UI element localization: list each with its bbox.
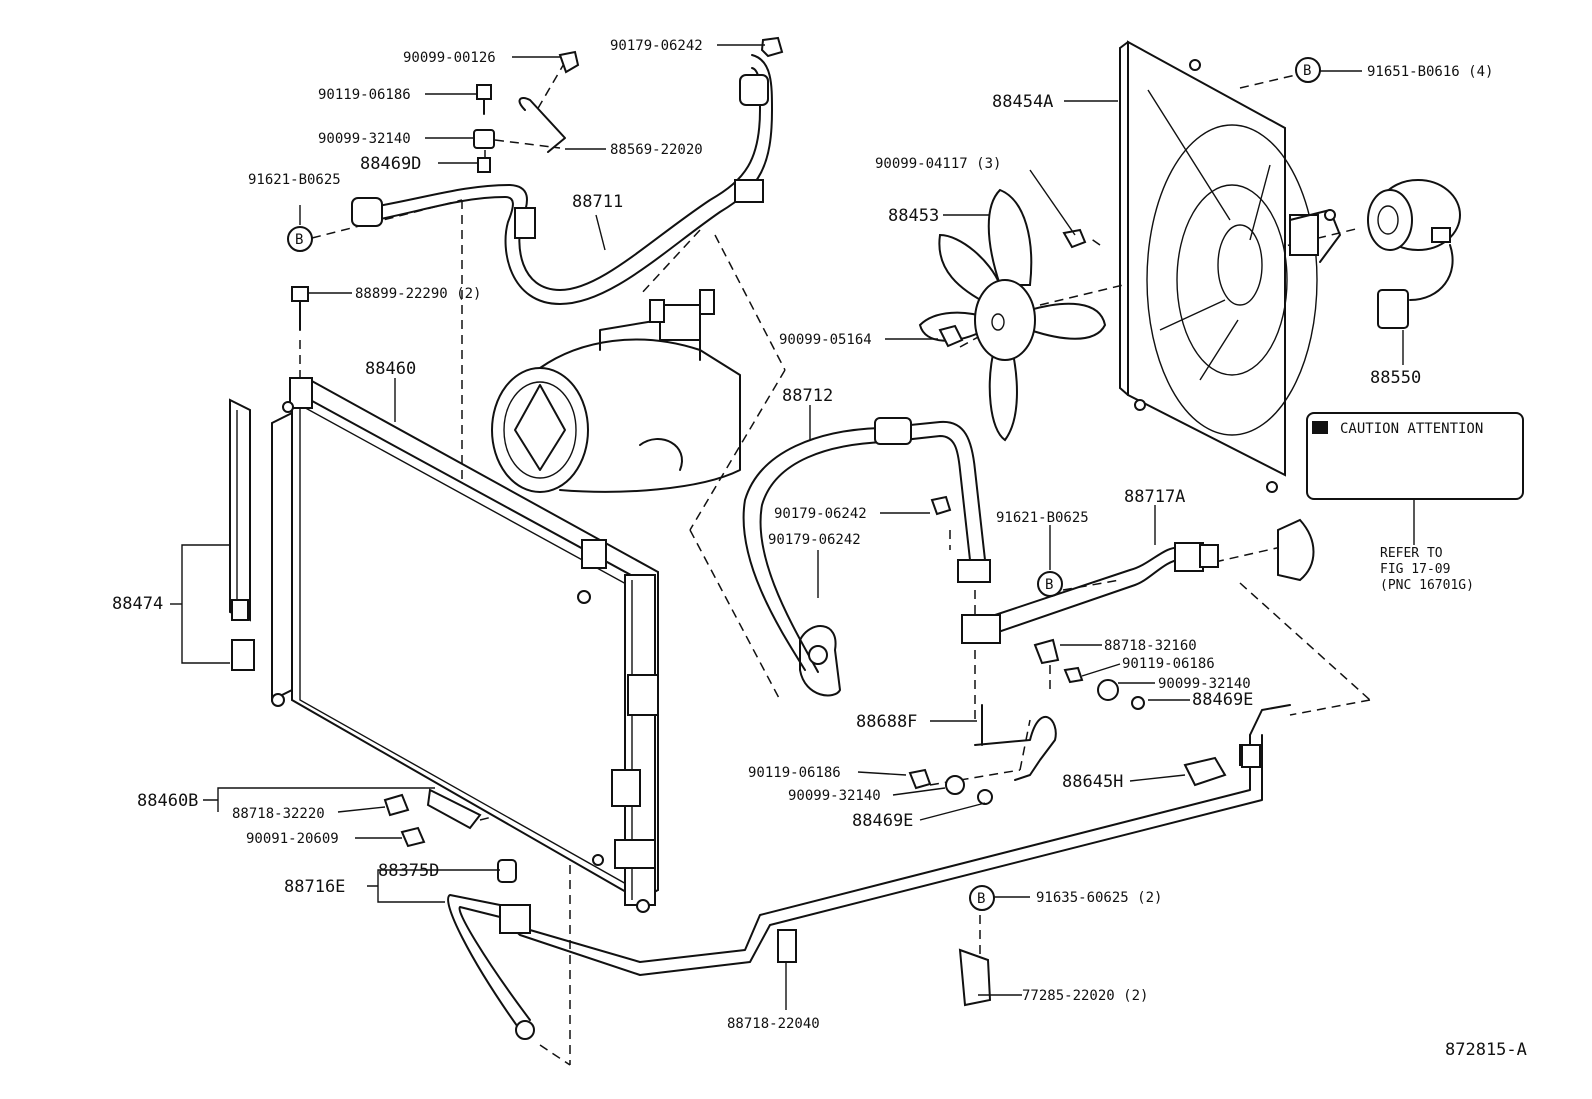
caution-symbol-icon	[1312, 421, 1328, 434]
callout-88454A: 88454A	[992, 92, 1053, 112]
callout-88717A: 88717A	[1124, 487, 1185, 507]
callout-88469D: 88469D	[360, 154, 421, 174]
callout-90179-06242-mid1: 90179-06242	[774, 506, 867, 522]
callout-88716E: 88716E	[284, 877, 345, 897]
refer-note: REFER TO FIG 17-09 (PNC 16701G)	[1380, 546, 1474, 593]
side-seal-88474	[170, 398, 255, 671]
caution-label: CAUTION ATTENTION	[1306, 412, 1524, 500]
caution-label-text: CAUTION ATTENTION	[1340, 421, 1483, 437]
callout-91621-b0625-left: 91621-B0625	[248, 172, 341, 188]
callout-88550: 88550	[1370, 368, 1421, 388]
callout-88474: 88474	[112, 594, 163, 614]
b-marker-right-letter: B	[1045, 577, 1053, 593]
b-marker-left: B	[287, 226, 313, 252]
callout-88718-22040: 88718-22040	[727, 1016, 820, 1032]
callout-88460B: 88460B	[137, 791, 198, 811]
callout-90099-32140-low: 90099-32140	[788, 788, 881, 804]
b-marker-left-letter: B	[295, 232, 303, 248]
callout-90119-06186-right: 90119-06186	[1122, 656, 1215, 672]
callout-88375D: 88375D	[378, 861, 439, 881]
b-marker-bottom-letter: B	[977, 891, 985, 907]
liquid-tube-88716E	[447, 704, 1291, 1040]
callout-88469E-right: 88469E	[1192, 690, 1253, 710]
b-marker-bottom: B	[969, 885, 995, 911]
fan-shroud	[1119, 40, 1341, 493]
callout-90091-20609: 90091-20609	[246, 831, 339, 847]
b-marker-right: B	[1037, 571, 1063, 597]
refer-note-line1: REFER TO	[1380, 546, 1443, 561]
callout-88711: 88711	[572, 192, 623, 212]
callout-90179-06242-mid2: 90179-06242	[768, 532, 861, 548]
callout-88645H: 88645H	[1062, 772, 1123, 792]
callout-88460: 88460	[365, 359, 416, 379]
refer-note-line3: (PNC 16701G)	[1380, 578, 1474, 593]
callout-90179-06242-top: 90179-06242	[610, 38, 703, 54]
callout-91635-60625: 91635-60625 (2)	[1036, 890, 1162, 906]
discharge-hose-88711	[351, 54, 773, 305]
callout-88569-22020: 88569-22020	[610, 142, 703, 158]
leader-lines	[203, 44, 1415, 1010]
callout-88899-22290: 88899-22290 (2)	[355, 286, 481, 302]
condenser	[271, 377, 659, 913]
b-marker-shroud-letter: B	[1303, 63, 1311, 79]
callout-77285-22020: 77285-22020 (2)	[1022, 988, 1148, 1004]
liquid-pipe-88717A	[961, 518, 1315, 644]
callout-90099-32140-right: 90099-32140	[1158, 676, 1251, 692]
callout-90099-32140-top: 90099-32140	[318, 131, 411, 147]
callout-88718-32160: 88718-32160	[1104, 638, 1197, 654]
refer-note-line2: FIG 17-09	[1380, 562, 1450, 577]
callout-90099-05164: 90099-05164	[779, 332, 872, 348]
callouts: 90099-00126 90179-06242 90119-06186 9009…	[112, 38, 1527, 1060]
callout-88453: 88453	[888, 206, 939, 226]
callout-91651-b0616: 91651-B0616 (4)	[1367, 64, 1493, 80]
compressor	[491, 289, 741, 493]
callout-90099-04117: 90099-04117 (3)	[875, 156, 1001, 172]
diagram-id: 872815-A	[1445, 1040, 1527, 1060]
callout-90099-00126: 90099-00126	[403, 50, 496, 66]
callout-90119-06186-top: 90119-06186	[318, 87, 411, 103]
callout-88469E-low: 88469E	[852, 811, 913, 831]
fan-blade	[918, 188, 1107, 442]
small-hardware	[291, 36, 1257, 1007]
callout-88718-32220: 88718-32220	[232, 806, 325, 822]
b-marker-shroud: B	[1295, 57, 1321, 83]
suction-hose-88712	[742, 417, 991, 697]
callout-90119-06186-low: 90119-06186	[748, 765, 841, 781]
fan-motor	[1367, 179, 1461, 329]
callout-88688F: 88688F	[856, 712, 917, 732]
callout-88712: 88712	[782, 386, 833, 406]
callout-91621-b0625-right: 91621-B0625	[996, 510, 1089, 526]
